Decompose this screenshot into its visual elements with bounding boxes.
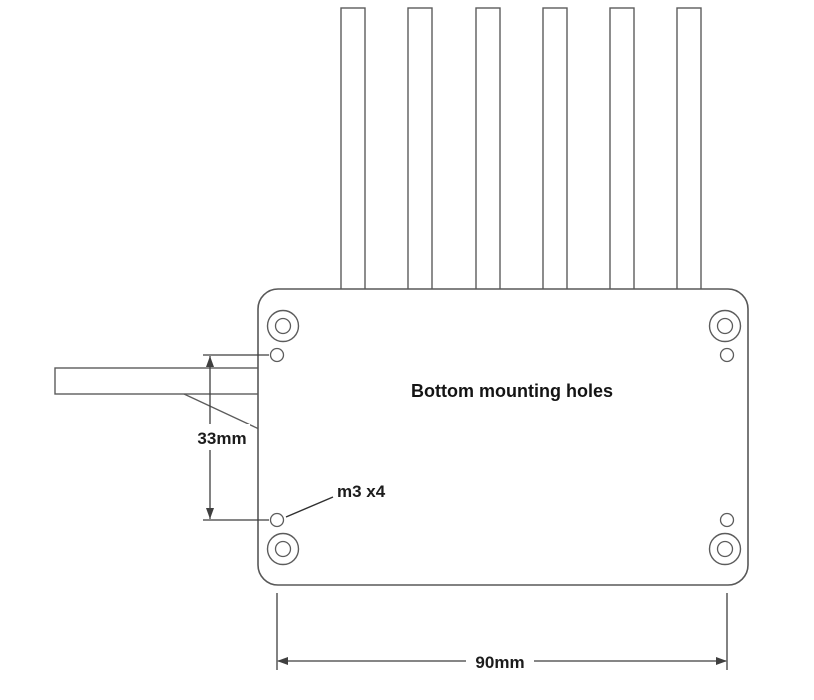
mounting-hole-bottom-left: [269, 512, 285, 528]
screw-inner-ring: [274, 317, 292, 335]
side-wire: [54, 367, 261, 395]
mounting-hole-top-left: [269, 347, 285, 363]
enclosure-body: [257, 288, 749, 586]
callout-leader-line: [285, 496, 334, 518]
arrowhead-up: [206, 356, 214, 367]
motor-wire-2: [407, 7, 433, 299]
motor-wire-1: [340, 7, 366, 299]
motor-wire-5: [609, 7, 635, 299]
screw-inner-ring: [716, 540, 734, 558]
horizontal-dimension-group: 90mm: [276, 593, 728, 673]
dimension-text-mask: [466, 647, 534, 673]
hole-size-label: m3 x4: [337, 482, 386, 501]
mounting-hole-bottom-right: [719, 512, 735, 528]
corner-screw-bottom-left: [266, 532, 300, 566]
arrowhead-down: [206, 508, 214, 519]
vertical-dimension-group: 33mm: [196, 354, 269, 521]
corner-screw-top-right: [708, 309, 742, 343]
screw-inner-ring: [274, 540, 292, 558]
motor-wire-6: [676, 7, 702, 299]
top-wire-bundle: [340, 7, 702, 299]
screw-inner-ring: [716, 317, 734, 335]
arrowhead-left: [277, 657, 288, 665]
side-wire-group: [54, 367, 261, 430]
corner-screw-top-left: [266, 309, 300, 343]
diagram-title: Bottom mounting holes: [411, 381, 613, 401]
dimension-text-mask: [196, 424, 250, 450]
motor-wire-3: [475, 7, 501, 299]
horizontal-dimension-label: 90mm: [475, 653, 524, 672]
hole-callout-group: m3 x4: [285, 482, 386, 518]
mounting-hole-top-right: [719, 347, 735, 363]
side-wire-taper-line: [183, 393, 260, 430]
corner-screw-bottom-right: [708, 532, 742, 566]
motor-wire-4: [542, 7, 568, 299]
arrowhead-right: [716, 657, 727, 665]
vertical-dimension-label: 33mm: [197, 429, 246, 448]
